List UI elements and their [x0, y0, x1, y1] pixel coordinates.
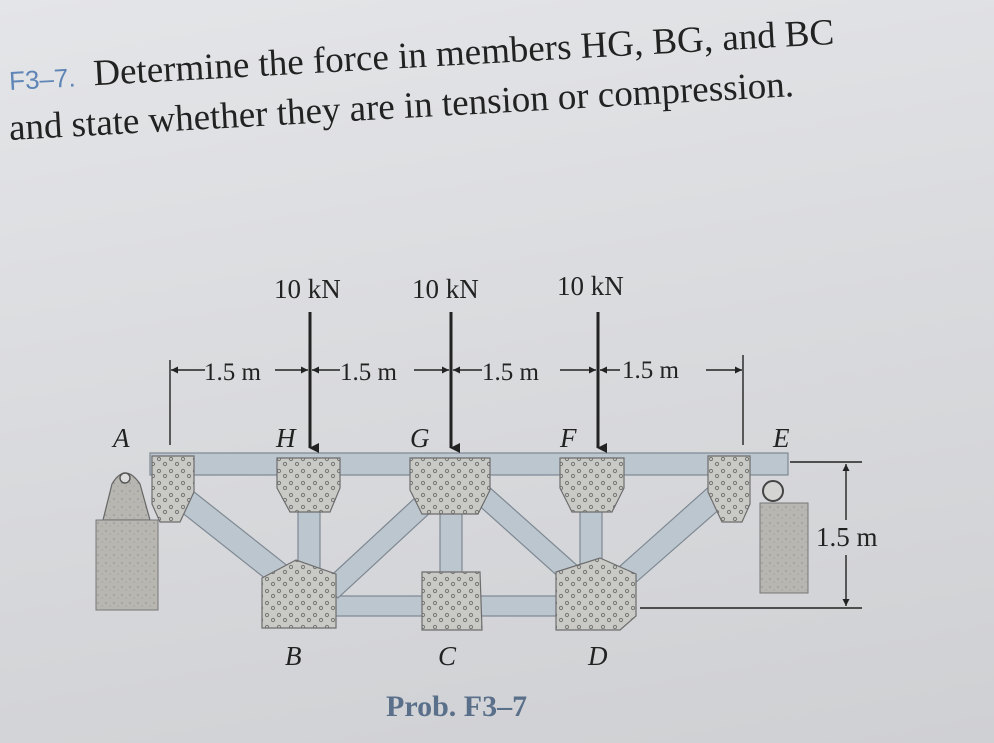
pin-support-a [95, 472, 159, 611]
gusset-a [151, 455, 195, 523]
figure-caption: Prob. F3–7 [386, 690, 528, 723]
span-label-2: 1.5 m [340, 359, 398, 386]
node-label-b: B [285, 641, 302, 671]
gusset-b [261, 559, 337, 629]
node-label-e: E [772, 423, 790, 453]
load-label-g: 10 kN [412, 274, 479, 304]
node-label-g: G [410, 423, 430, 453]
span-dimensions [169, 355, 744, 445]
gusset-d [555, 557, 637, 631]
height-dimension [640, 461, 862, 609]
gusset-g [409, 457, 491, 515]
span-label-3: 1.5 m [482, 359, 540, 386]
node-label-c: C [438, 641, 457, 671]
gusset-h [276, 457, 341, 513]
node-label-f: F [559, 423, 577, 453]
span-label-1: 1.5 m [204, 359, 262, 386]
node-label-d: D [587, 641, 608, 671]
roller-support-e [759, 480, 809, 594]
node-label-h: H [275, 423, 297, 453]
gusset-f [559, 457, 625, 513]
gusset-e [707, 455, 751, 523]
load-arrows [308, 312, 607, 453]
load-label-f: 10 kN [557, 271, 624, 301]
gusset-c [421, 571, 483, 631]
gusset-plates [151, 455, 751, 631]
height-label: 1.5 m [816, 522, 878, 552]
load-label-h: 10 kN [274, 274, 341, 304]
span-label-4: 1.5 m [622, 357, 680, 384]
node-label-a: A [111, 423, 130, 453]
